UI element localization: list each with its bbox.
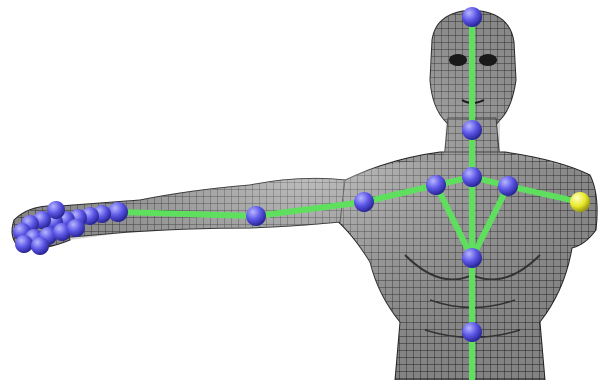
joint-left-elbow[interactable] [246, 206, 266, 226]
joint-upper-chest[interactable] [462, 167, 482, 187]
joint-right-clavicle[interactable] [498, 176, 518, 196]
joint-pelvis[interactable] [462, 322, 482, 342]
joint-left-shoulder[interactable] [354, 192, 374, 212]
mesh-eye-left [449, 54, 467, 66]
finger-joint[interactable] [31, 237, 49, 255]
finger-joint[interactable] [47, 201, 65, 219]
joint-spine-mid[interactable] [462, 248, 482, 268]
finger-joint[interactable] [67, 219, 85, 237]
mesh-eye-right [479, 54, 497, 66]
joint-head-top[interactable] [462, 7, 482, 27]
bone-forearm[interactable] [118, 212, 256, 216]
joint-left-wrist[interactable] [108, 202, 128, 222]
joint-right-shoulder-selected[interactable] [570, 192, 590, 212]
joint-left-clavicle[interactable] [426, 175, 446, 195]
finger-joint[interactable] [15, 235, 33, 253]
joint-neck[interactable] [462, 120, 482, 140]
